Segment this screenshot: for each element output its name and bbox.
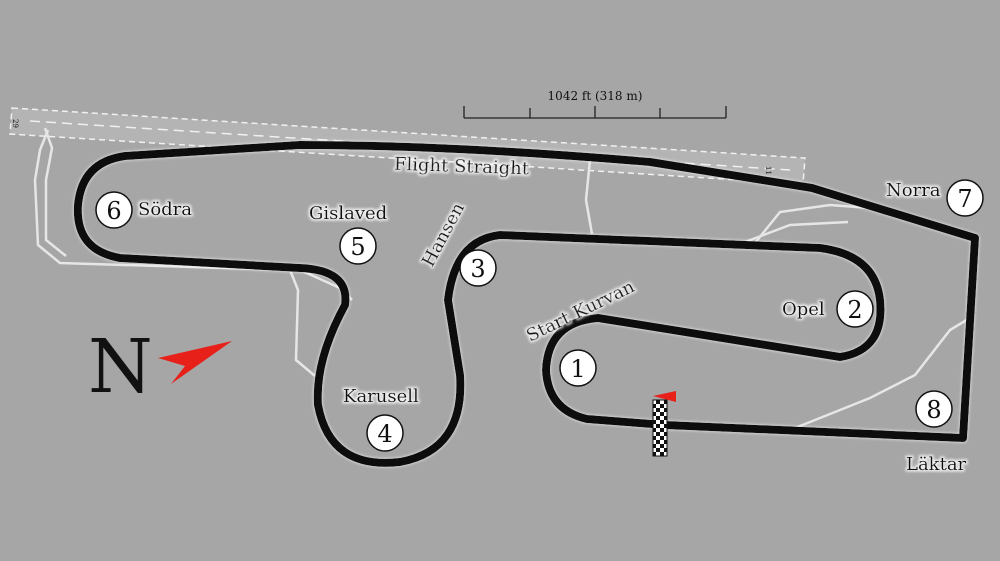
- corner-marker-4: 4: [366, 414, 404, 452]
- corner-marker-8: 8: [915, 390, 953, 428]
- scale-label: 1042 ft (318 m): [548, 89, 643, 103]
- corner-marker-2: 2: [836, 290, 874, 328]
- corner-name-1: Start Kurvan: [523, 276, 638, 347]
- corner-name-2: Opel: [782, 299, 825, 320]
- corner-marker-3: 3: [459, 249, 497, 287]
- corner-marker-7: 7: [946, 179, 984, 217]
- corner-number-7: 7: [957, 185, 972, 213]
- straight-label: Flight Straight: [394, 154, 530, 180]
- corner-marker-1: 1: [559, 349, 597, 387]
- corner-number-5: 5: [350, 233, 365, 261]
- corner-number-2: 2: [847, 296, 862, 324]
- north-arrow-icon: [158, 341, 232, 384]
- corner-name-7: Norra: [886, 180, 941, 201]
- runway-end-label-right: 11: [764, 166, 772, 175]
- north-letter: N: [88, 324, 153, 410]
- corner-name-8: Läktar: [906, 454, 967, 475]
- corner-number-4: 4: [377, 420, 392, 448]
- race-track: [73, 141, 979, 467]
- corner-name-4: Karusell: [343, 386, 419, 407]
- corner-number-6: 6: [106, 197, 121, 225]
- start-finish-flag: [652, 391, 676, 457]
- corner-marker-6: 6: [95, 191, 133, 229]
- corner-number-3: 3: [470, 255, 485, 283]
- corner-marker-5: 5: [339, 227, 377, 265]
- runway-end-label-left: 29: [11, 119, 19, 128]
- corner-name-5: Gislaved: [309, 203, 387, 224]
- corner-number-8: 8: [926, 396, 941, 424]
- corner-number-1: 1: [570, 355, 585, 383]
- scale-bar: [463, 106, 727, 119]
- corner-name-6: Södra: [138, 199, 192, 220]
